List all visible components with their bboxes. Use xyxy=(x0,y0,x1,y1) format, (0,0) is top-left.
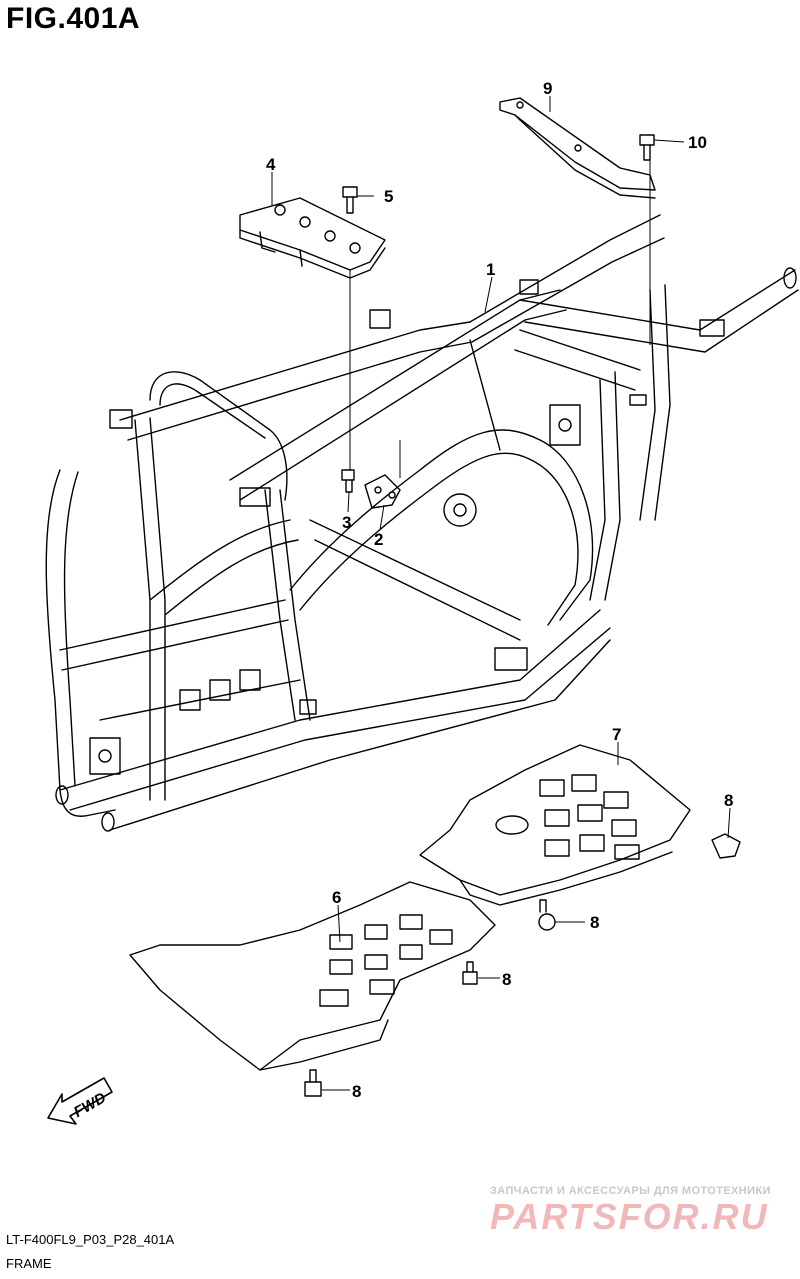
fwd-arrow-icon: FWD xyxy=(47,1077,113,1125)
callout-10: 10 xyxy=(688,133,707,152)
callout-2: 2 xyxy=(374,530,383,549)
callout-1: 1 xyxy=(486,260,495,279)
bolt-8 xyxy=(538,899,556,931)
callout-6: 6 xyxy=(332,888,341,907)
callout-5: 5 xyxy=(384,187,393,206)
front-skid-plate xyxy=(129,881,496,1071)
callout-8: 8 xyxy=(502,970,511,989)
figure-title: FIG.401A xyxy=(6,2,141,35)
bolt-8 xyxy=(462,961,478,985)
rear-bracket xyxy=(499,97,656,199)
callout-labels: 1 2 3 4 5 6 7 8 8 8 8 9 10 xyxy=(266,79,733,1101)
main-frame xyxy=(45,214,799,832)
callout-8: 8 xyxy=(724,791,733,810)
figure-code: LT-F400FL9_P03_P28_401A xyxy=(6,1232,175,1247)
callout-8: 8 xyxy=(590,913,599,932)
watermark-tagline: ЗАПЧАСТИ И АКСЕССУАРЫ ДЛЯ МОТОТЕХНИКИ xyxy=(490,1185,771,1197)
watermark-logo: PARTSFOR.RU xyxy=(490,1196,769,1237)
callout-7: 7 xyxy=(612,725,621,744)
bolt-8 xyxy=(711,833,741,859)
leader-lines xyxy=(271,96,731,1091)
bolt-5 xyxy=(342,186,358,214)
figure-caption: FRAME xyxy=(6,1256,52,1271)
callout-3: 3 xyxy=(342,513,351,532)
callout-9: 9 xyxy=(543,79,552,98)
bolt-8 xyxy=(304,1069,322,1097)
bolt-3 xyxy=(341,469,355,493)
callout-4: 4 xyxy=(266,155,276,174)
seat-bracket-plate xyxy=(239,197,386,279)
small-bracket-plate xyxy=(364,474,401,509)
callout-8: 8 xyxy=(352,1082,361,1101)
bolt-10 xyxy=(639,134,655,161)
rear-skid-plate xyxy=(419,744,691,906)
